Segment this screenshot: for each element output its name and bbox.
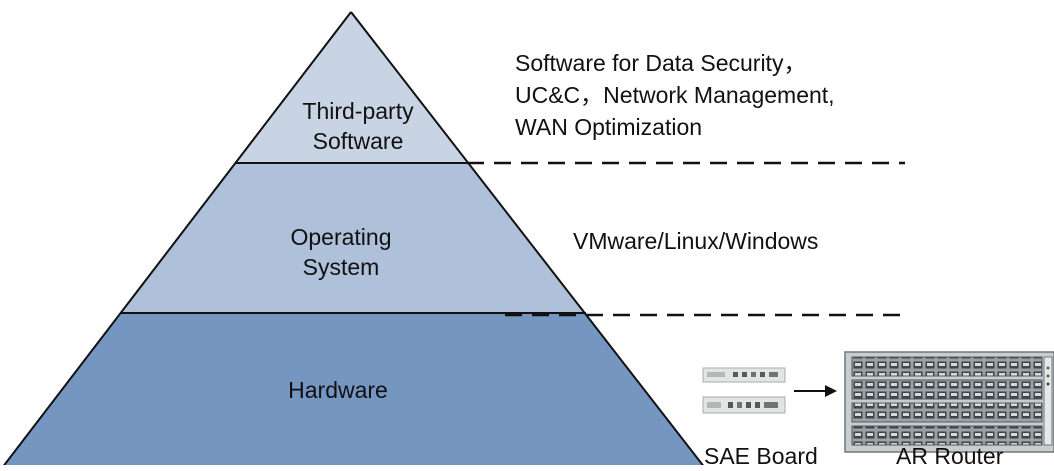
sae-board-image-bottom [702,396,786,414]
ar-router-label: AR Router [896,443,1004,469]
pyramid-tier-operating-system [120,163,586,313]
pyramid-left-edge [3,11,352,465]
os-description: VMware/Linux/Windows [573,228,819,254]
tier-label-third-party-line1: Third-party [302,98,414,124]
tier-label-operating-system: Operating System [241,222,441,282]
tier-label-hardware-line1: Hardware [288,377,388,403]
pyramid-tier-hardware [4,313,703,465]
ar-router-image [844,351,1054,453]
tier-label-operating-line1: Operating [290,224,392,250]
sae-board-label: SAE Board [704,443,818,469]
tier-label-third-party-line2: Software [312,128,404,154]
arrow-right-icon [794,385,837,397]
pyramid-right-edge [350,11,704,465]
tier-label-hardware: Hardware [238,375,438,405]
software-description: Software for Data Security， UC&C，Network… [515,47,835,143]
sae-board-image-top [702,367,786,383]
software-description-line2: UC&C，Network Management, [515,82,835,108]
tier-label-operating-line2: System [302,254,380,280]
pyramid-tier-third-party-software [235,12,467,163]
software-description-line1: Software for Data Security， [515,50,807,76]
software-description-line3: WAN Optimization [515,114,703,140]
tier-label-third-party-software: Third-party Software [258,96,458,156]
